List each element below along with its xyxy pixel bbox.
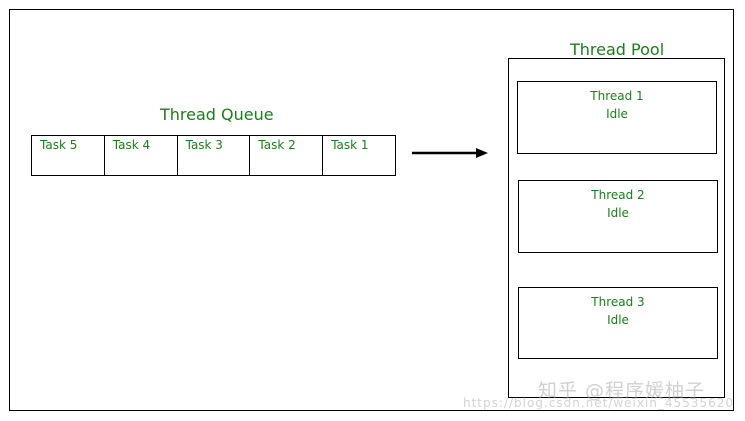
- thread-box: Thread 3 Idle: [518, 287, 718, 359]
- diagram-frame: [9, 9, 734, 411]
- thread-name: Thread 2: [591, 188, 645, 202]
- queue-task-cell: Task 1: [331, 138, 369, 152]
- thread-status: Idle: [607, 313, 629, 327]
- queue-task-cell: Task 3: [178, 136, 251, 175]
- queue-task-cell: Task 2: [250, 136, 324, 175]
- thread-box: Thread 2 Idle: [518, 180, 718, 253]
- thread-pool: Thread 1 Idle Thread 2 Idle Thread 3 Idl…: [508, 58, 725, 398]
- thread-name: Thread 3: [591, 295, 645, 309]
- thread-pool-title: Thread Pool: [570, 40, 665, 59]
- watermark-url: https://blog.csdn.net/weixin_45535620: [463, 396, 735, 410]
- thread-box: Thread 1 Idle: [517, 81, 717, 154]
- queue-task-cell: Task 5: [32, 136, 105, 175]
- queue-task-cell: Task 4: [105, 136, 178, 175]
- thread-queue: Task 5 Task 4 Task 3 Task 2 Task 1: [31, 135, 396, 176]
- thread-status: Idle: [606, 107, 628, 121]
- thread-name: Thread 1: [590, 89, 644, 103]
- arrow-right-icon: [412, 148, 488, 158]
- thread-status: Idle: [607, 206, 629, 220]
- thread-queue-title: Thread Queue: [160, 105, 274, 124]
- watermark-text: 知乎 @程序媛柚子: [538, 380, 706, 402]
